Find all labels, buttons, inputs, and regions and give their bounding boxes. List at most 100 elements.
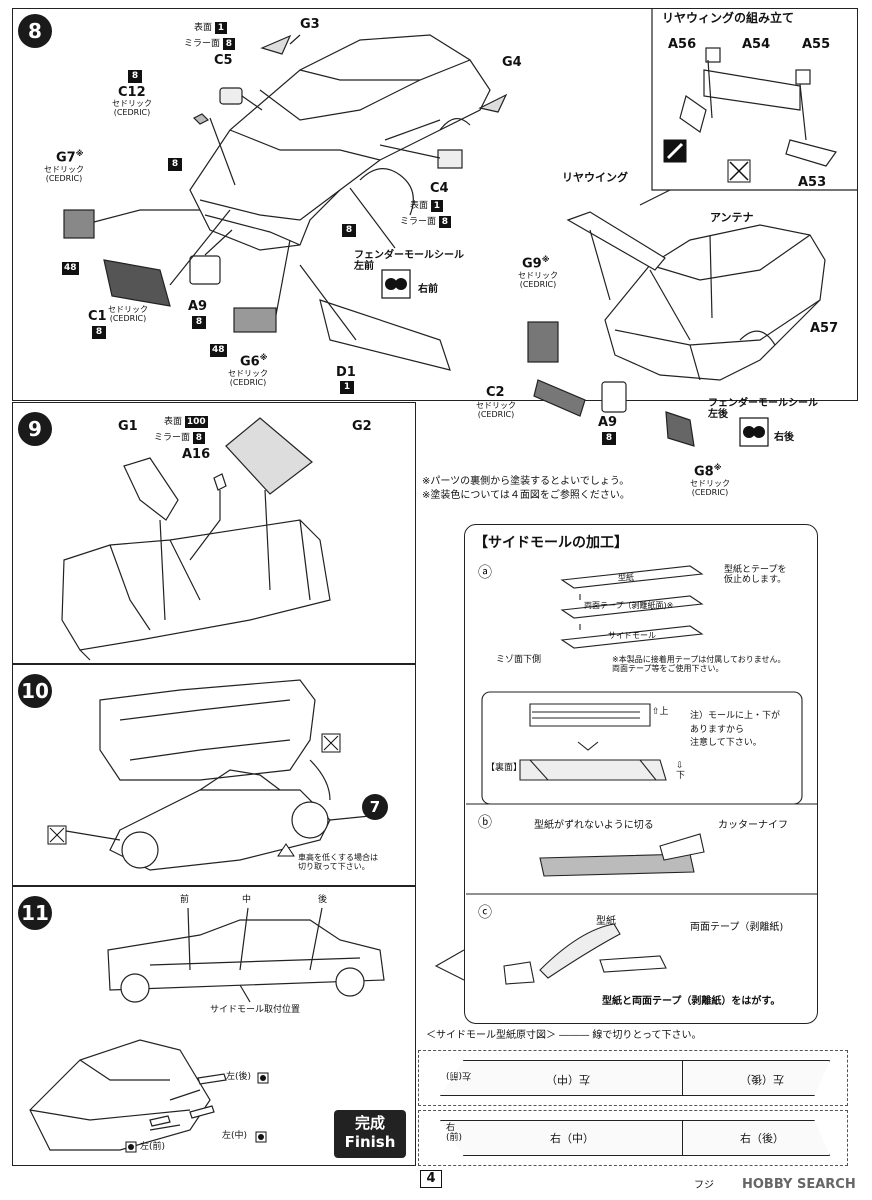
label-c12: C12 [118,85,146,100]
template-right-mid: 右（中） [550,1132,594,1145]
g6-part [233,307,277,333]
c4-surface: 表面 1 [410,200,443,212]
fender-front-label: フェンダーモールシール 左前 [354,250,464,272]
no-glue-icon [727,159,751,183]
g3-mirror: ミラー面 8 [184,38,235,50]
a9-part [189,255,221,285]
cutter-label: カッターナイフ [718,820,788,831]
rear-wing-part [566,211,666,271]
c1-code: 8 [92,326,106,339]
step9-note-2: ※塗装色については４面図をご参照ください。 [422,490,630,501]
g1-part [123,457,179,521]
rear-wing-label: リヤウイング [562,171,628,184]
finish-en: Finish [344,1133,396,1151]
c2-sedric: セドリック(CEDRIC) [476,401,516,419]
d1-code: 1 [340,381,354,394]
fender-seal-symbol-front [381,269,411,299]
side-mold-label: サイドモール [608,631,656,640]
c4-mirror: ミラー面 8 [400,216,451,228]
back-side-label: 【裏面】 [486,763,523,773]
antenna-label: アンテナ [710,211,754,224]
g7-part [63,209,95,239]
a9-code: 8 [192,316,206,329]
template-right-rear: 右（後） [740,1132,784,1145]
label-g3: G3 [300,17,320,32]
tape-label: 両面テープ（剥離紙面)※ [584,601,674,610]
step-c-mark: ⓒ [478,905,492,921]
g6-sedric: セドリック(CEDRIC) [228,369,268,387]
step10-number: 10 [18,674,52,708]
template-left-rear: 左（後） [740,1073,784,1086]
label-left-mid: 左(中) [222,1131,248,1141]
tape-not-included-note: ※本製品に接着用テープは付属しておりません。 両面テープ等をご使用下さい。 [612,655,786,673]
side-view-car [107,919,385,991]
groove-side-label: ミゾ面下側 [496,655,542,665]
step9-note-1: ※パーツの裏側から塗装するとよいでしょう。 [422,476,630,487]
caution-note: 注）モールに上・下が ありますから 注意して下さい。 [690,711,781,748]
c4-part [437,149,463,169]
label-a57: A57 [810,321,839,336]
c12-code: 8 [128,70,142,83]
side-mold-title: 【サイドモールの加工】 [474,535,628,551]
label-middle: 中 [242,895,252,905]
template-left-mid: 左（中） [546,1073,590,1086]
g3-surface: 表面 1 [194,22,227,34]
label-g9: G9※ [522,255,550,272]
mold-icon-front [125,1141,137,1153]
label-rear: 後 [318,895,328,905]
template-box-right [418,1110,848,1166]
g4-part [478,93,508,113]
watermark-brand: HOBBY SEARCH [742,1177,856,1192]
page-number: 4 [420,1170,442,1188]
fender-rear-label: フェンダーモールシール 左後 [708,398,818,420]
side-mold-box [464,524,818,1024]
a9b-part [601,381,627,413]
g8-sedric: セドリック(CEDRIC) [690,479,730,497]
label-g7: G7※ [56,149,84,166]
template-chart-title: ＜サイドモール型紙原寸図＞ ――― 線で切りとって下さい。 [426,1030,702,1041]
wing-assembly-title: リヤウィングの組み立て [662,11,795,25]
label-left-rear: 左(後) [226,1072,252,1082]
label-a54: A54 [742,37,771,52]
c12-sedric: セドリック(CEDRIC) [112,99,152,117]
label-left-front: 左(前) [140,1142,166,1152]
side-mold-piece-rear [197,1073,227,1085]
body-code-2: 8 [342,224,356,237]
g8-part [665,411,695,447]
label-a56: A56 [668,37,697,52]
peel-note: 型紙と両面テープ（剥離紙）をはがす。 [602,996,781,1007]
template-strip-right [440,1120,830,1156]
side-mold-piece-mid [189,1105,215,1119]
a9b-code: 8 [602,432,616,445]
up-label: ⇧上 [652,707,669,717]
body-shell-step10 [99,679,316,781]
g1-mirror: ミラー面 8 [154,432,205,444]
step-b-mark: ⓑ [478,815,492,831]
c-template-label: 型紙 [596,916,616,927]
label-c5: C5 [214,53,233,68]
down-label: ⇩下 [676,761,686,781]
cut-icon-2 [47,825,67,845]
label-c4: C4 [430,181,449,196]
g2-part [225,417,313,495]
label-a55: A55 [802,37,831,52]
cut-icon-1 [321,733,341,753]
c-tape-label: 両面テープ（剥離紙) [690,922,784,933]
template-tape-note: 型紙とテープを 仮止めします。 [724,565,787,585]
label-a16: A16 [182,447,211,462]
label-g2: G2 [352,419,372,434]
label-c1: C1 [88,309,107,324]
interior-tub [61,519,331,651]
template-left-front: 左(前) [446,1070,472,1080]
label-g4: G4 [502,55,522,70]
cut-note: 型紙がずれないように切る [534,820,654,831]
template-box-left [418,1050,848,1106]
side-mold-piece-front [149,1115,171,1127]
mold-icon-rear [257,1072,269,1084]
c1-sedric: セドリック(CEDRIC) [108,305,148,323]
label-g8: G8※ [694,463,722,480]
glue-icon [663,139,687,163]
